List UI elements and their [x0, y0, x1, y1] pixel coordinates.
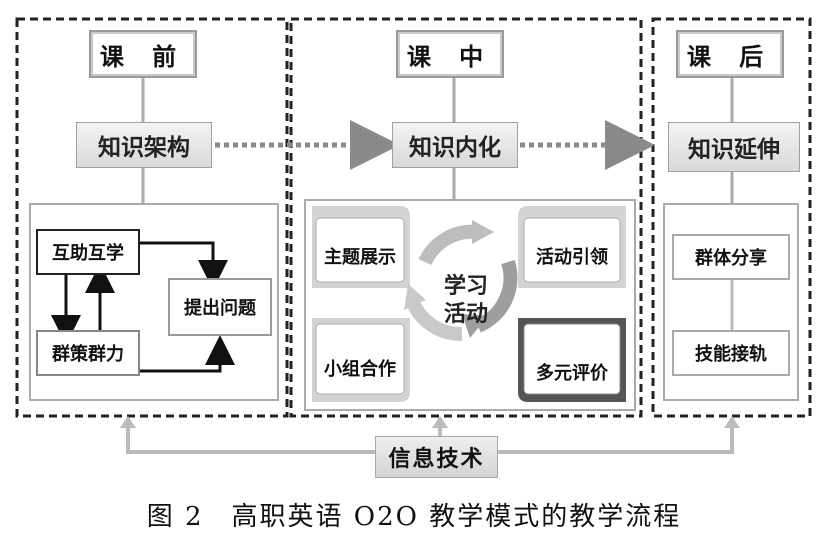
- info-bracket-right: [498, 418, 734, 454]
- info-arrowhead-left: [120, 416, 136, 428]
- frame-after: [651, 17, 812, 418]
- card-team-face: [315, 323, 405, 395]
- cycle-arrows: [404, 220, 518, 341]
- knowledge-extend: 知识延伸: [668, 122, 800, 172]
- knowledge-structure: 知识架构: [76, 122, 212, 168]
- card-eval-face: [523, 323, 621, 395]
- info-tech-box: 信息技术: [375, 436, 498, 478]
- stage-title-after: 课 后: [676, 30, 784, 78]
- info-arrowhead-right: [724, 416, 740, 428]
- card-topic-face: [315, 217, 405, 283]
- arrow-group-to-question: [140, 335, 235, 373]
- figure-caption: 图 2 高职英语 O2O 教学模式的教学流程: [146, 502, 682, 532]
- learning-activity-center: 学习 活动: [426, 272, 506, 328]
- raise-question-box: 提出问题: [168, 278, 272, 336]
- multi-eval-label: 多元评价: [536, 363, 608, 384]
- mutual-learning-box: 互助互学: [36, 229, 140, 275]
- frame-during: [289, 17, 643, 418]
- card-lead-face: [523, 217, 621, 283]
- topic-show-label: 主题展示: [324, 247, 396, 268]
- arrow-mutual-to-question: [140, 241, 228, 290]
- knowledge-internalize: 知识内化: [392, 122, 518, 168]
- info-bracket-left: [126, 418, 375, 454]
- stage-title-during: 课 中: [396, 30, 504, 78]
- group-effort-box: 群策群力: [36, 330, 140, 376]
- stage-title-before: 课 前: [89, 30, 197, 78]
- skill-connect-box: 技能接轨: [672, 330, 790, 376]
- info-arrowhead-mid: [432, 416, 448, 428]
- center-line-2: 活动: [443, 301, 488, 327]
- activity-lead-label: 活动引领: [536, 247, 608, 268]
- team-work-label: 小组合作: [324, 359, 396, 380]
- group-share-box: 群体分享: [672, 234, 790, 280]
- center-line-1: 学习: [443, 273, 488, 299]
- frame-before: [15, 17, 289, 418]
